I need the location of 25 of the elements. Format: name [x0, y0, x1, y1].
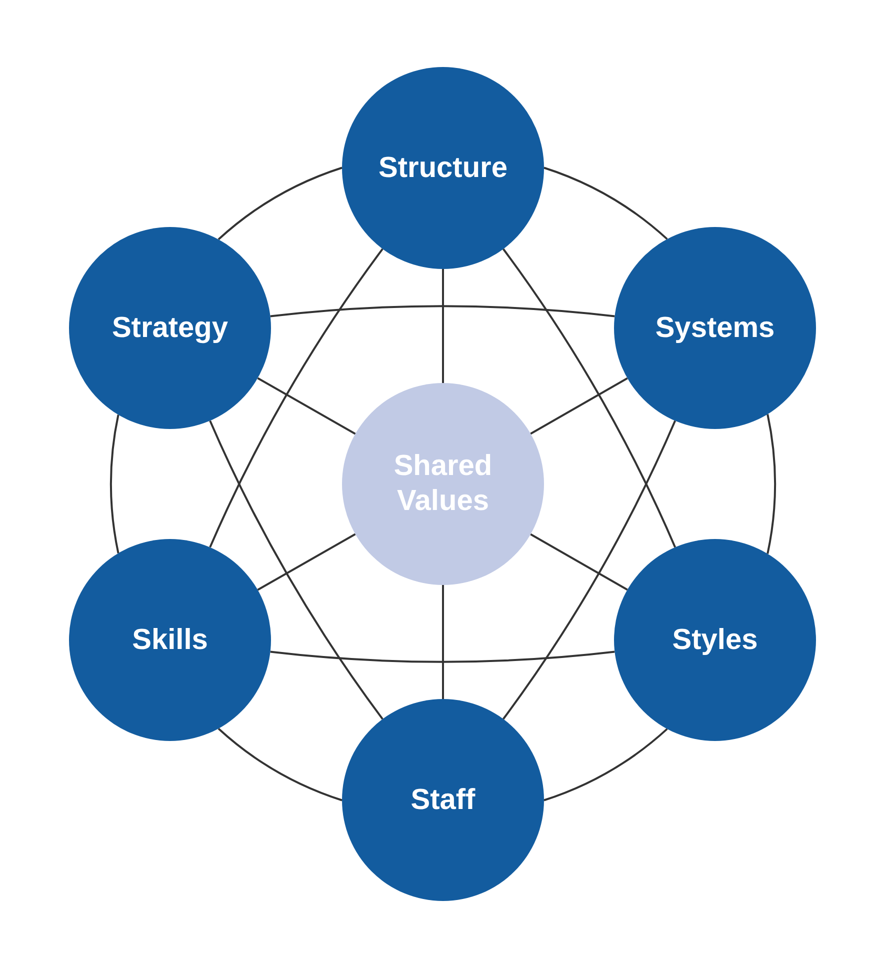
connector-line	[257, 377, 356, 435]
node-label: Skills	[132, 622, 208, 658]
node-label: Strategy	[112, 310, 228, 346]
node-label: Staff	[410, 782, 476, 818]
connector-line	[209, 420, 384, 720]
node-label: Shared Values	[392, 449, 494, 519]
connector-line	[218, 728, 342, 802]
node-label: Styles	[672, 622, 758, 658]
connector-line	[530, 377, 628, 435]
connector-line	[270, 650, 615, 663]
connector-line	[502, 248, 676, 548]
connector-line	[442, 269, 444, 383]
connector-line	[544, 166, 668, 240]
connector-line	[209, 248, 384, 548]
connector-line	[218, 166, 342, 240]
node-label: Systems	[655, 310, 775, 346]
connector-line	[257, 533, 356, 591]
connector-line	[766, 414, 776, 554]
connector-line	[110, 414, 120, 554]
connector-line	[442, 585, 444, 699]
node-label: Structure	[378, 150, 508, 186]
connector-line	[502, 420, 676, 720]
connector-line	[530, 533, 628, 591]
connector-line	[544, 728, 668, 802]
connector-line	[270, 305, 615, 318]
